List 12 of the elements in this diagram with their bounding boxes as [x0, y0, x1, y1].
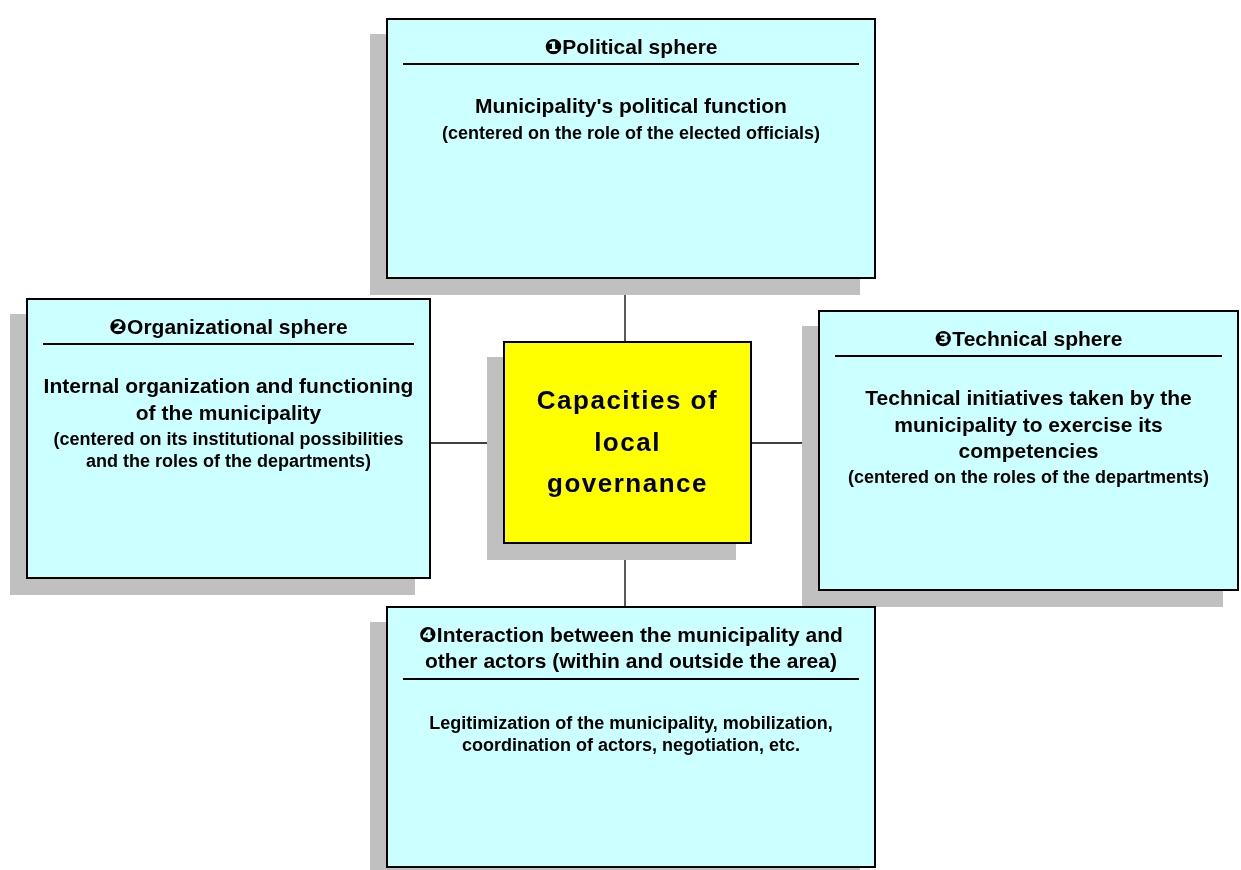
sphere-note: (centered on its institutional possibilities and the roles of the departments)	[52, 427, 405, 473]
sphere-heading: ❹Interaction between the municipality and other actors (within and outside the area)	[403, 622, 859, 680]
sphere-note: (centered on the role of the elected officials)	[440, 121, 822, 144]
central-title: Capacities of local governance	[535, 384, 720, 501]
sphere-heading: ❶Political sphere	[403, 34, 859, 66]
sphere-note: (centered on the roles of the departments)	[846, 466, 1211, 489]
sphere-description: Technical initiatives taken by the municipality to exercise its competencies	[864, 385, 1193, 464]
sphere-note: Legitimization of the municipality, mobilization, coordination of actors, negotiation, etc.	[428, 711, 834, 757]
sphere-heading: ❸Technical sphere	[835, 326, 1222, 358]
sphere-description: Internal organization and functioning of the municipality	[42, 373, 415, 426]
sphere-description: Municipality's political function	[474, 93, 788, 120]
sphere-heading: ❷Organizational sphere	[43, 314, 414, 346]
